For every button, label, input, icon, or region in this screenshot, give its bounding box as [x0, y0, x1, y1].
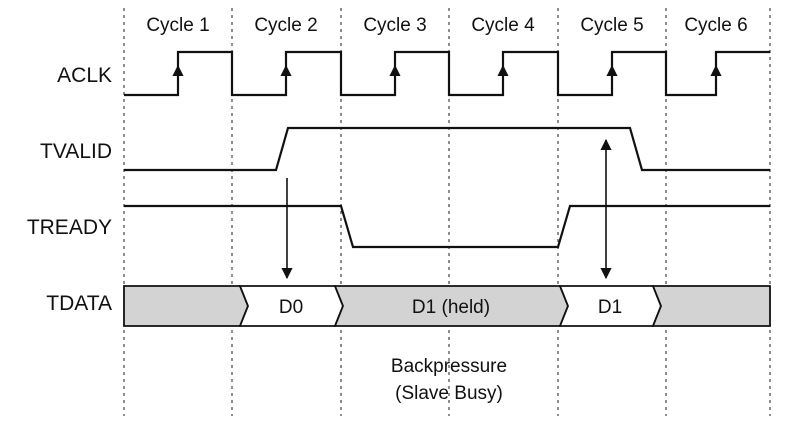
cycle-label: Cycle 1	[146, 15, 209, 36]
signal-labels: ACLK TVALID TREADY TDATA	[27, 64, 112, 315]
cycle-label: Cycle 2	[254, 15, 317, 36]
tdata-bus: D0 D1 (held) D1	[123, 285, 771, 327]
signal-label-aclk: ACLK	[57, 64, 112, 87]
tready-waveform	[124, 204, 770, 249]
bus-label-d0: D0	[279, 297, 303, 318]
aclk-trace	[124, 50, 770, 97]
cycle-label: Cycle 5	[580, 15, 643, 36]
cycle-label: Cycle 6	[684, 15, 747, 36]
bus-invalid-segment	[651, 285, 771, 327]
bus-label-d1-held: D1 (held)	[412, 297, 490, 318]
annotation-line-2: (Slave Busy)	[395, 383, 503, 404]
cycle-label: Cycle 4	[471, 15, 535, 36]
signal-label-tready: TREADY	[27, 216, 112, 239]
bus-invalid-segment	[123, 285, 249, 327]
signal-label-tvalid: TVALID	[40, 140, 112, 163]
aclk-waveform	[124, 50, 770, 97]
cycle-header: Cycle 1 Cycle 2 Cycle 3 Cycle 4 Cycle 5 …	[146, 15, 747, 36]
backpressure-annotation: Backpressure (Slave Busy)	[391, 356, 507, 404]
annotation-line-1: Backpressure	[391, 356, 507, 377]
bus-label-d1: D1	[598, 297, 622, 318]
tvalid-waveform	[124, 126, 770, 172]
cycle-label: Cycle 3	[363, 15, 426, 36]
signal-label-tdata: TDATA	[46, 292, 112, 315]
cycle-gridlines	[123, 8, 771, 416]
